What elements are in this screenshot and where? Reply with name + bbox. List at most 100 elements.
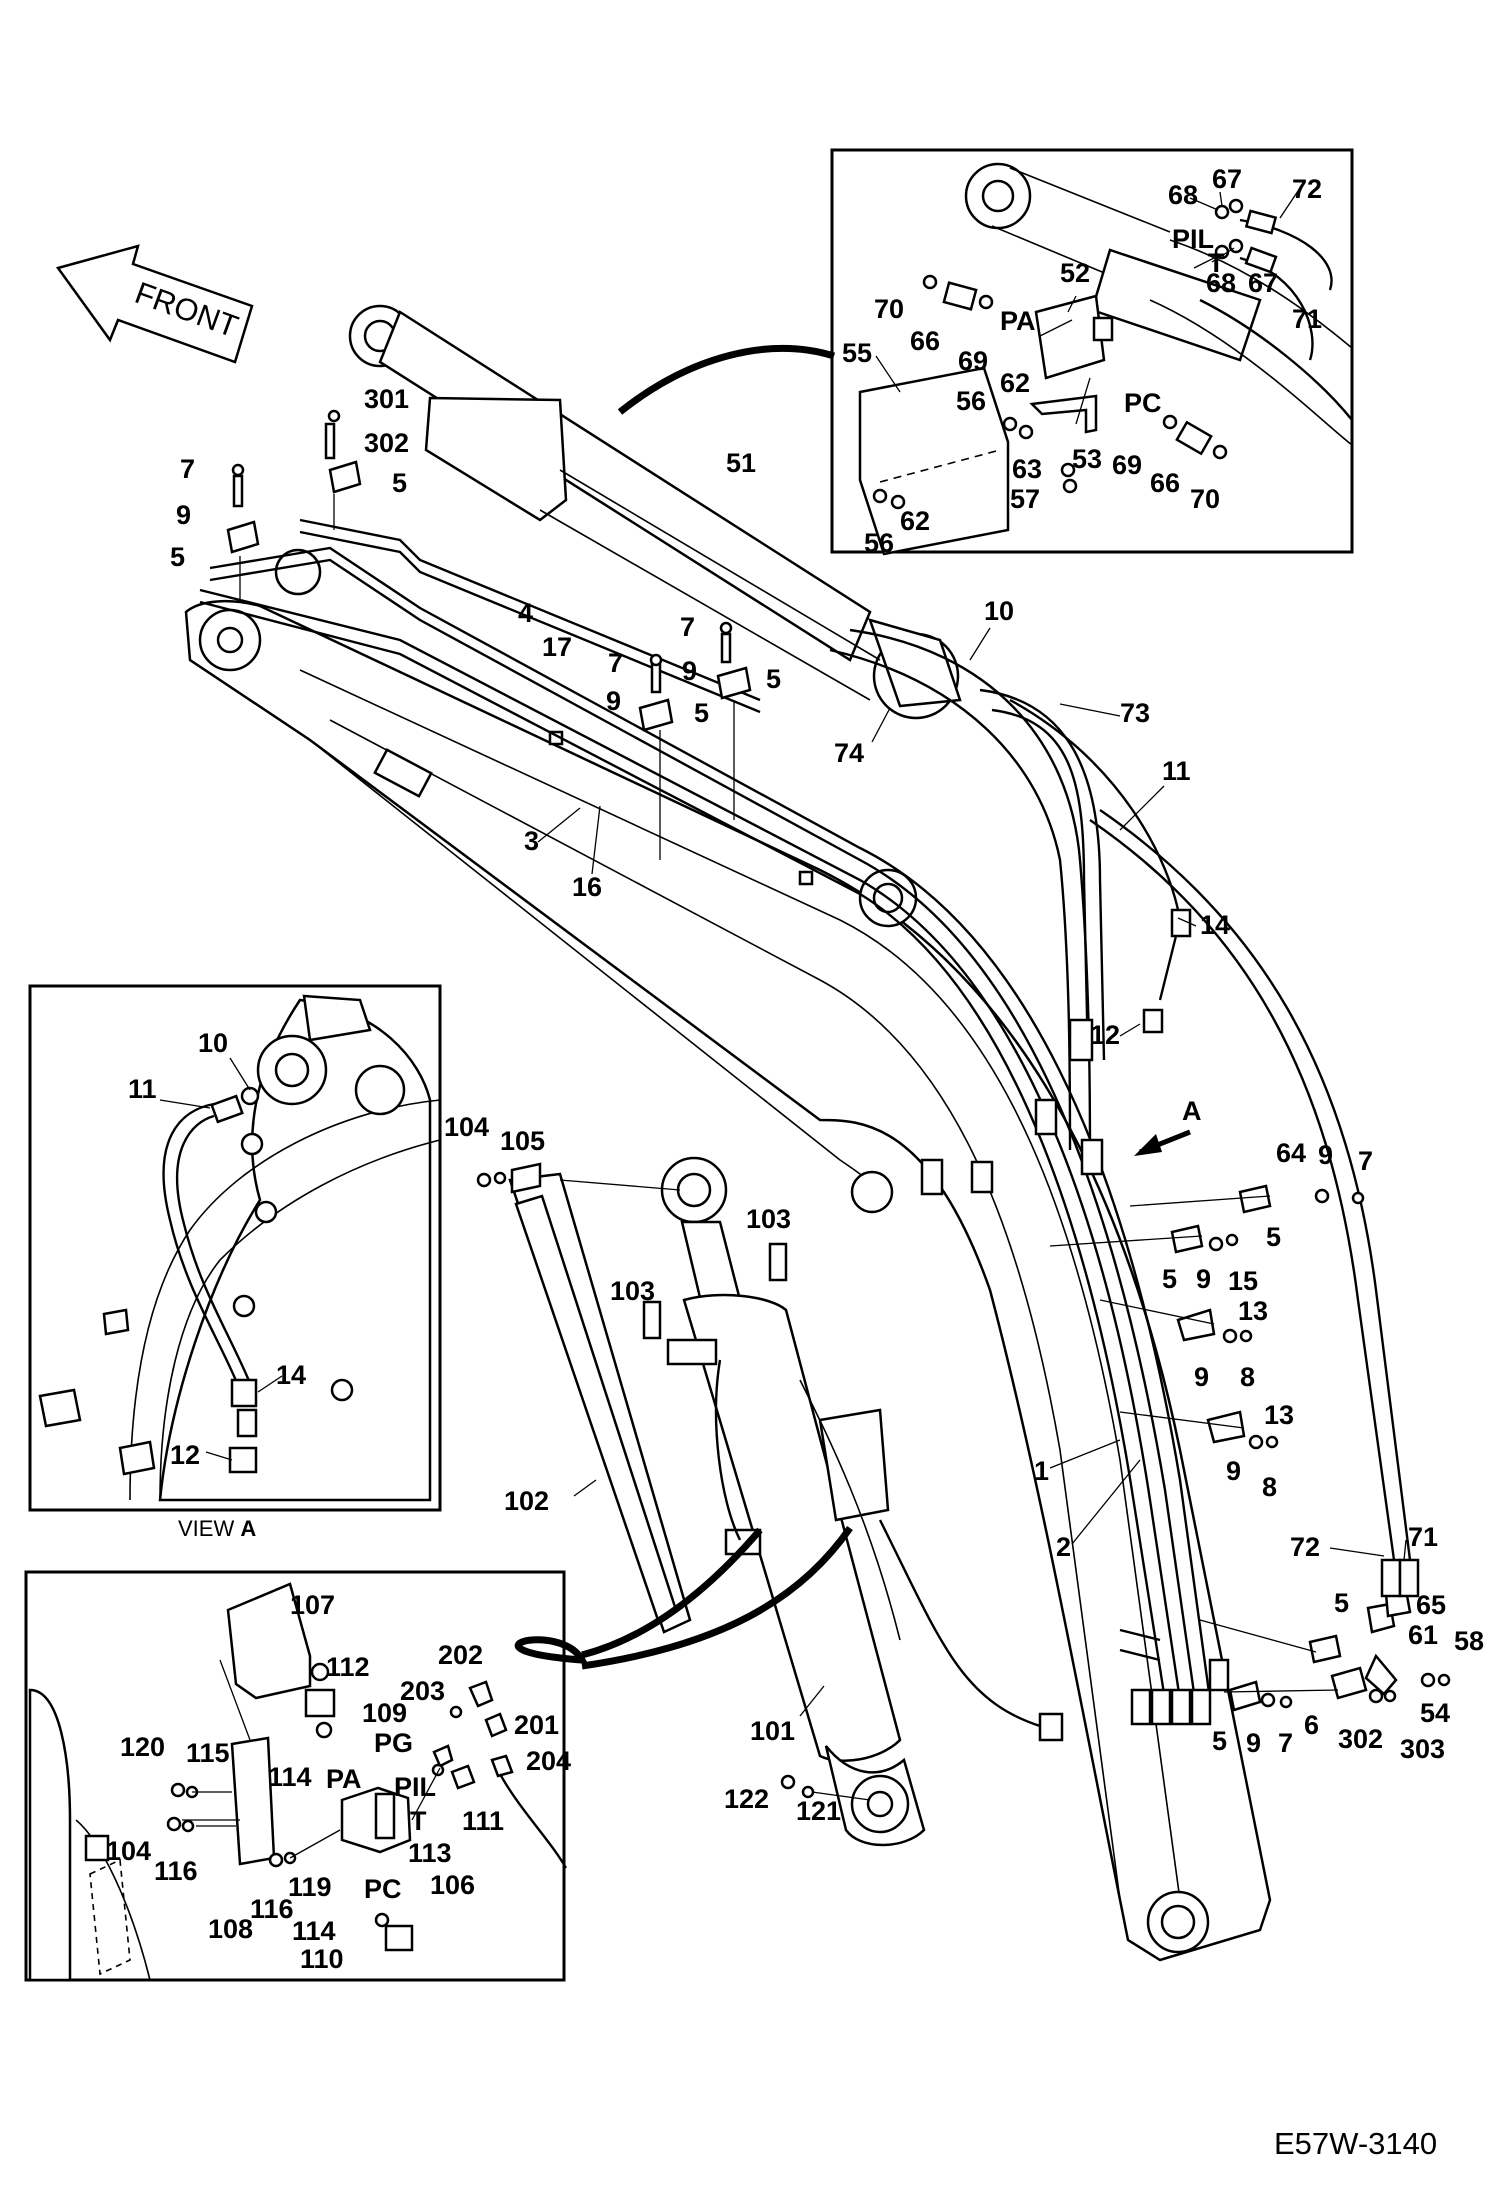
callout-104-inset: 104 <box>106 1836 151 1866</box>
callout-54: 54 <box>1420 1698 1450 1728</box>
callout-7-a: 7 <box>180 454 195 484</box>
callout-9-h: 9 <box>1246 1728 1261 1758</box>
arm-assembly <box>184 548 1272 1962</box>
callout-62-top: 62 <box>1000 368 1030 398</box>
callout-12-main: 12 <box>1090 1020 1120 1050</box>
callout-5-d: 5 <box>694 698 709 728</box>
view-a-caption: VIEW A <box>178 1516 256 1541</box>
inset-pilot-valve: 68 67 72 PIL T 68 67 71 52 PA 70 66 69 5… <box>830 148 1354 558</box>
inset-link-bottom <box>581 1527 763 1659</box>
callout-114-top: 114 <box>268 1762 312 1792</box>
callout-55: 55 <box>842 338 872 368</box>
port-t: T <box>410 1806 427 1836</box>
callout-9-d: 9 <box>1318 1140 1333 1170</box>
port-pil-inset: PIL <box>1172 224 1214 254</box>
callout-62-bottom: 62 <box>900 506 930 536</box>
callout-72-inset: 72 <box>1292 174 1322 204</box>
callout-56-bottom: 56 <box>864 528 894 558</box>
callout-9-e: 9 <box>1196 1264 1211 1294</box>
callout-1: 1 <box>1034 1456 1049 1486</box>
callout-10-viewa: 10 <box>198 1028 228 1058</box>
callout-71-main: 71 <box>1408 1522 1438 1552</box>
callout-5-c: 5 <box>766 664 781 694</box>
callout-70-right: 70 <box>1190 484 1220 514</box>
callout-107: 107 <box>290 1590 335 1620</box>
callout-74: 74 <box>834 738 864 768</box>
callout-16: 16 <box>572 872 602 902</box>
callout-9-b: 9 <box>682 656 697 686</box>
callout-111: 111 <box>462 1806 504 1836</box>
callout-72-main: 72 <box>1290 1532 1320 1562</box>
port-pc-inset: PC <box>1124 388 1162 418</box>
callout-14-viewa: 14 <box>276 1360 306 1390</box>
callout-64: 64 <box>1276 1138 1306 1168</box>
callout-14-main: 14 <box>1200 910 1230 940</box>
callout-9-g: 9 <box>1226 1456 1241 1486</box>
callout-13-a: 13 <box>1238 1296 1268 1326</box>
callout-115: 115 <box>186 1738 230 1768</box>
callout-105: 105 <box>500 1126 545 1156</box>
callout-9-c: 9 <box>606 686 621 716</box>
callout-7-d: 7 <box>1358 1146 1373 1176</box>
inset-view-a: 10 11 14 12 VIEW A <box>28 984 442 1541</box>
callout-103-right: 103 <box>746 1204 791 1234</box>
callout-70-left: 70 <box>874 294 904 324</box>
callout-109: 109 <box>362 1698 407 1728</box>
callout-7-e: 7 <box>1278 1728 1293 1758</box>
port-pa-inset: PA <box>1000 306 1036 336</box>
callout-71-inset: 71 <box>1292 304 1322 334</box>
callout-5-a: 5 <box>392 468 407 498</box>
front-arrow: FRONT <box>55 244 254 364</box>
callout-203: 203 <box>400 1676 445 1706</box>
callout-7-c: 7 <box>608 648 623 678</box>
callout-116-right: 116 <box>250 1894 294 1924</box>
callout-5-h: 5 <box>1212 1726 1227 1756</box>
callout-9-a: 9 <box>176 500 191 530</box>
callout-69-left: 69 <box>958 346 988 376</box>
callout-7-b: 7 <box>680 612 695 642</box>
callout-106: 106 <box>430 1870 475 1900</box>
callout-119: 119 <box>288 1872 332 1902</box>
callout-67-bottom: 67 <box>1248 268 1278 298</box>
port-pa: PA <box>326 1764 362 1794</box>
port-pc: PC <box>364 1874 402 1904</box>
callout-303: 303 <box>1400 1734 1445 1764</box>
callout-112: 112 <box>326 1652 370 1682</box>
arm-clamps <box>226 409 1451 1712</box>
callout-5-g: 5 <box>1334 1588 1349 1618</box>
callout-61: 61 <box>1408 1620 1438 1650</box>
callout-57: 57 <box>1010 484 1040 514</box>
callout-302-bottom: 302 <box>1338 1724 1383 1754</box>
callout-120: 120 <box>120 1732 165 1762</box>
callout-5-b: 5 <box>170 542 185 572</box>
callout-12-viewa: 12 <box>170 1440 200 1470</box>
callout-69-right: 69 <box>1112 450 1142 480</box>
callout-56-top: 56 <box>956 386 986 416</box>
callout-5-e: 5 <box>1266 1222 1281 1252</box>
callout-51: 51 <box>726 448 756 478</box>
callout-121: 121 <box>796 1796 841 1826</box>
port-t-inset: T <box>1208 248 1225 278</box>
callout-13-b: 13 <box>1264 1400 1294 1430</box>
callout-68-top: 68 <box>1168 180 1198 210</box>
callout-104-main: 104 <box>444 1112 489 1142</box>
callout-52: 52 <box>1060 258 1090 288</box>
callout-68-bottom: 68 <box>1206 268 1236 298</box>
callout-5-f: 5 <box>1162 1264 1177 1294</box>
callout-6: 6 <box>1304 1710 1319 1740</box>
arm-pipes <box>199 518 1412 1726</box>
callout-17: 17 <box>542 632 572 662</box>
bucket-cylinder: 104 105 103 103 102 101 122 121 <box>444 1112 1064 1847</box>
callout-67-top: 67 <box>1212 164 1242 194</box>
callout-202: 202 <box>438 1640 483 1670</box>
inset-valve-mount: 107 112 109 114 202 203 201 204 PG PA PI… <box>24 1570 571 1982</box>
callout-10-main: 10 <box>984 596 1014 626</box>
callout-58: 58 <box>1454 1626 1484 1656</box>
callout-114-bottom: 114 <box>292 1916 336 1946</box>
callout-102: 102 <box>504 1486 549 1516</box>
callout-65: 65 <box>1416 1590 1446 1620</box>
callout-53: 53 <box>1072 444 1102 474</box>
callout-204: 204 <box>526 1746 571 1776</box>
callout-63: 63 <box>1012 454 1042 484</box>
